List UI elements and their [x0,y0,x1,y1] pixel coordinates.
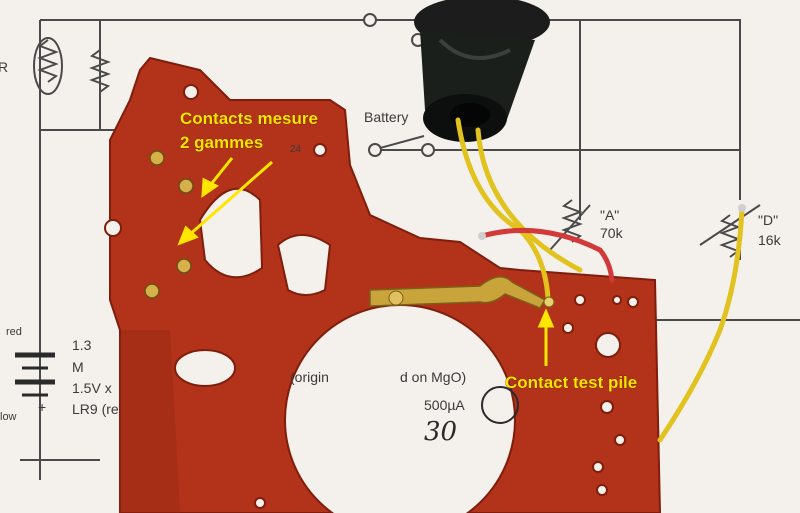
resistor-a-symbol [561,199,583,243]
schematic-battery-symbol [15,352,55,397]
schematic-lines [20,19,800,480]
hole-cutout-9 [574,294,586,306]
schematic-terminals [363,13,435,157]
schematic-resistors [33,37,761,258]
hole-cutout-8 [562,322,574,334]
schematic-text-mgo: d on MgO) [400,369,466,385]
contact-rivet [144,283,160,299]
yellow-wire-3 [657,207,745,443]
annotation-test-contact: Contact test pile [505,373,637,392]
schematic-text-24: 24 [290,144,302,155]
hole-cutout-1 [174,349,236,387]
contact-rivet [178,178,194,194]
schematic-a-value: 70k [600,225,624,241]
wires [455,117,746,443]
schematic-d-value: 16k [758,232,782,248]
hole-cutout-13 [596,484,608,496]
hole-cutout-3 [104,219,122,237]
schematic-text-origin: (origin [290,369,329,385]
pcb-shadow [120,330,180,513]
hole-cutout-12 [592,461,604,473]
schematic-text-lr9: LR9 (re [72,401,119,417]
hole-cutout-5 [313,143,327,157]
brass-contact-strip [369,276,555,309]
resistor-d-symbol [719,214,741,258]
contact-rivet [176,258,192,274]
hole-cutout-10 [627,296,639,308]
photoresistor-symbol [37,39,59,83]
slot-cutout-2 [276,234,332,296]
schematic-low-label: low [0,411,17,423]
red-wire [479,227,615,283]
meter-value-text: 500µA [424,397,465,413]
schematic-text-15v: 1.5V x [72,380,112,396]
meter-symbol [481,386,519,424]
hole-cutout-14 [254,497,266,509]
pcb-board [109,56,662,513]
annotation-contacts-line1: Contacts mesure [180,109,318,128]
contact-rivet [149,150,165,166]
schematic-r-label: R [0,59,8,75]
measurement-contacts [144,150,194,299]
schematic-d-label: "D" [758,212,778,228]
schematic-a-label: "A" [600,207,619,223]
annotation-contacts-line2: 2 gammes [180,133,263,152]
schematic-battery-label: Battery [364,109,408,125]
resistor-symbol [89,49,111,93]
schematic-plus-sign: + [38,399,46,415]
hole-cutout-11 [612,295,622,305]
annotation-arrows [177,157,555,366]
schematic-text-m: M [72,359,84,375]
yellow-wire-1 [455,117,551,301]
black-socket [414,0,550,142]
hole-cutout-6 [600,400,614,414]
schematic-red-label: red [6,326,22,338]
hole-cutout-7 [614,434,626,446]
hole-cutout-2 [595,332,621,358]
battery-switch-line [379,135,425,149]
meter-hand-text: 30 [424,417,457,447]
hole-cutout-4 [183,84,199,100]
yellow-wire-2 [475,127,583,273]
schematic-text-13: 1.3 [72,337,92,353]
pcb-cutouts [104,84,639,513]
